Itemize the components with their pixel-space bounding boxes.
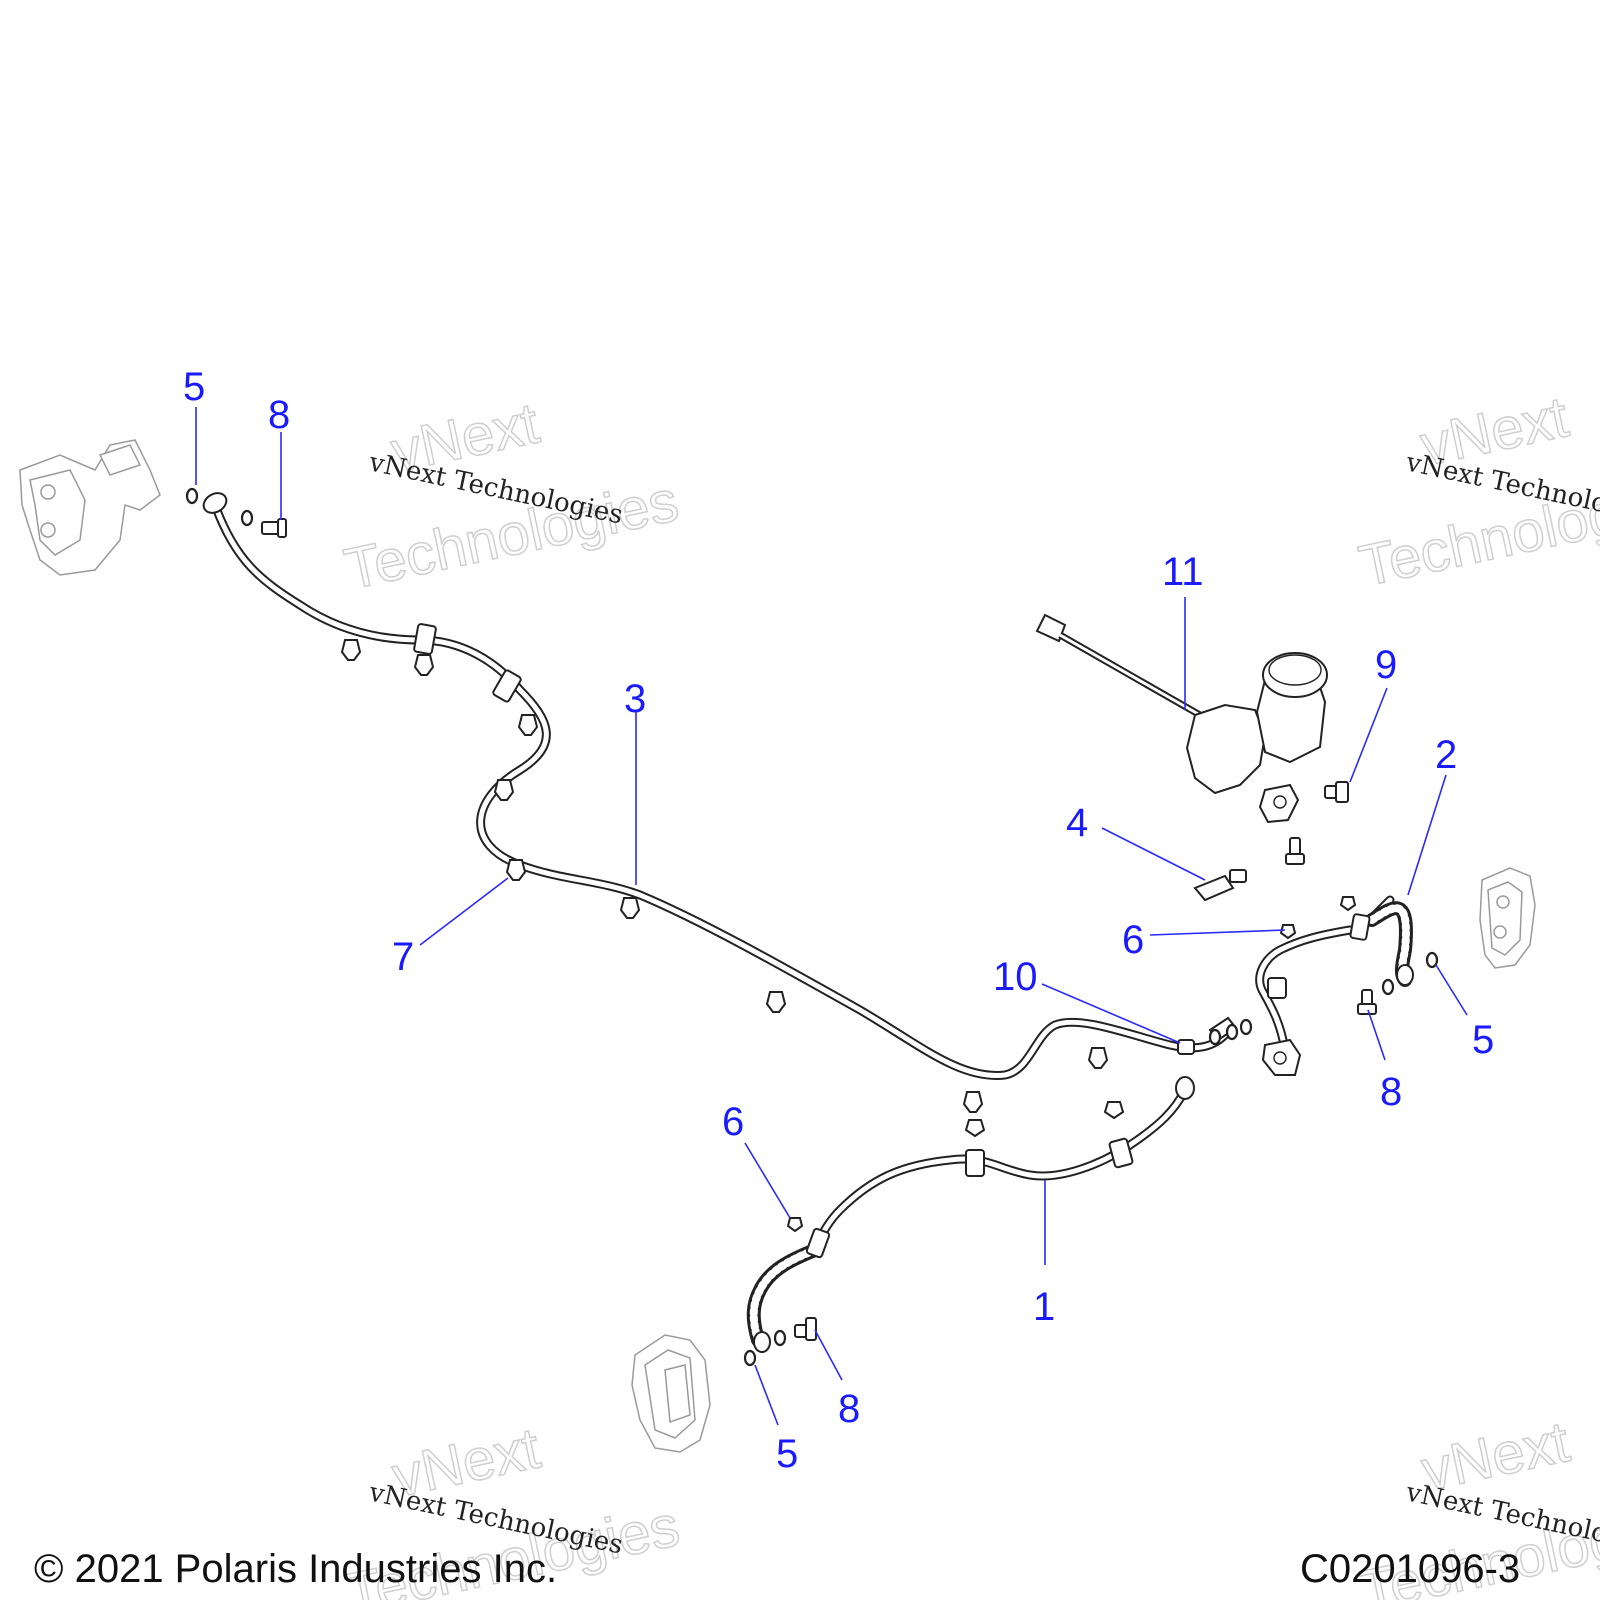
callout-5-top: 5 xyxy=(183,365,205,409)
callout-5-right: 5 xyxy=(1472,1018,1494,1062)
callout-5-bottom: 5 xyxy=(776,1432,798,1476)
clip-6-bottom xyxy=(786,1217,804,1233)
callout-8-bottom: 8 xyxy=(838,1387,860,1431)
clip xyxy=(619,897,641,919)
master-cylinder-11 xyxy=(1035,613,1328,824)
brake-caliper-front-left-illustration xyxy=(631,1334,711,1453)
clip xyxy=(765,991,787,1013)
brake-light-switch-4 xyxy=(1193,869,1247,902)
bolt-master-cylinder-lower xyxy=(1285,837,1305,865)
clip-6-right-2 xyxy=(1339,896,1357,912)
drawing-code: C0201096-3 xyxy=(1300,1547,1520,1591)
callout-1: 1 xyxy=(1033,1285,1055,1329)
callout-10: 10 xyxy=(993,955,1038,999)
washer-top-left xyxy=(185,487,199,505)
washer-bottom-2 xyxy=(773,1329,787,1347)
clip xyxy=(962,1091,984,1113)
callouts: 5 8 11 9 3 2 4 6 7 10 5 8 6 1 8 5 xyxy=(183,365,1494,1476)
washer-bottom xyxy=(743,1349,757,1367)
clip xyxy=(413,654,435,676)
washer-right xyxy=(1425,951,1439,969)
copyright-text: © 2021 Polaris Industries Inc. xyxy=(34,1547,557,1591)
washer-top-left-2 xyxy=(240,509,254,527)
brake-caliper-rear-left-illustration xyxy=(19,439,161,576)
brake-line-2 xyxy=(1255,895,1414,1076)
callout-4: 4 xyxy=(1066,801,1088,845)
clip xyxy=(505,859,527,881)
callout-2: 2 xyxy=(1435,733,1457,777)
fitting-10 xyxy=(1177,1018,1253,1055)
callout-7: 7 xyxy=(392,935,414,979)
brake-caliper-front-right-illustration xyxy=(1479,867,1536,969)
clip xyxy=(517,714,539,736)
clip-on-line-1-b xyxy=(964,1119,986,1138)
brake-line-1 xyxy=(746,1076,1195,1353)
callout-8-right: 8 xyxy=(1380,1070,1402,1114)
clip xyxy=(340,639,362,661)
brake-line-3 xyxy=(202,492,1238,1113)
leader-lines xyxy=(195,407,1468,1426)
clip xyxy=(1087,1047,1109,1069)
banjo-bolt-top-left xyxy=(261,518,287,538)
clip-on-line-1 xyxy=(1103,1101,1125,1120)
callout-9: 9 xyxy=(1375,643,1397,687)
banjo-bolt-bottom xyxy=(794,1317,817,1341)
callout-6-bottom: 6 xyxy=(722,1100,744,1144)
washer-right-2 xyxy=(1381,978,1395,996)
callout-6-right: 6 xyxy=(1122,918,1144,962)
callout-8-top: 8 xyxy=(268,393,290,437)
banjo-bolt-right xyxy=(1357,989,1377,1015)
callout-11: 11 xyxy=(1162,550,1204,594)
bolt-9 xyxy=(1324,781,1349,803)
callout-3: 3 xyxy=(624,677,646,721)
clip xyxy=(493,779,515,801)
clip-6-right xyxy=(1279,924,1297,940)
